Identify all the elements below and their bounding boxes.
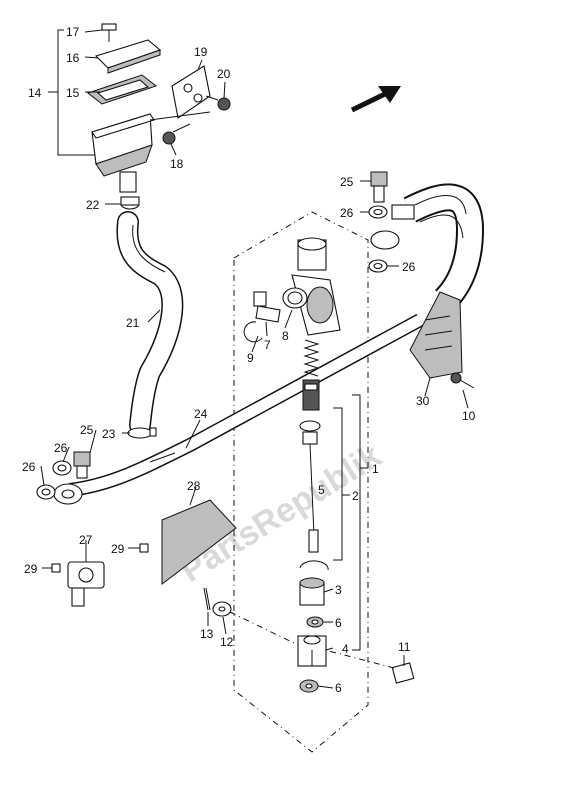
callout-5: 5 (318, 483, 325, 497)
diaphragm-plate-15 (86, 74, 158, 105)
nut-6-lower (299, 679, 319, 693)
callout-16: 16 (66, 51, 80, 65)
screw-29-mid (139, 543, 149, 553)
clevis-4 (297, 635, 327, 667)
front-direction-arrow-icon (350, 86, 401, 113)
callout-8: 8 (282, 329, 289, 343)
callout-7: 7 (264, 338, 271, 352)
callout-18: 18 (170, 157, 184, 171)
callout-15: 15 (66, 86, 80, 100)
boot (299, 577, 325, 606)
cap-screw-17 (101, 23, 117, 42)
callout-1: 1 (372, 462, 379, 476)
union-bolt-25-left (73, 451, 91, 479)
callout-10: 10 (462, 409, 476, 423)
callout-20: 20 (217, 67, 231, 81)
callout-11: 11 (398, 640, 411, 654)
callout-26-right-b: 26 (402, 260, 416, 274)
bolt-18 (162, 123, 191, 145)
callout-25-right: 25 (340, 175, 354, 189)
callout-17: 17 (66, 25, 80, 39)
union-bolt-25-right (370, 171, 388, 203)
callout-29-mid: 29 (111, 542, 125, 556)
callout-21: 21 (126, 316, 140, 330)
callout-4: 4 (342, 642, 349, 656)
callout-12: 12 (220, 635, 234, 649)
callout-26-left-b: 26 (54, 441, 68, 455)
hose-clamp-23 (127, 427, 157, 439)
callout-29-left: 29 (24, 562, 38, 576)
circlip-3 (299, 560, 329, 571)
hose-guard-30 (409, 291, 463, 379)
callout-13: 13 (200, 627, 214, 641)
washer-26-left-b (52, 460, 72, 476)
hose-clamp-22 (120, 196, 140, 210)
cover-28 (161, 499, 237, 586)
callout-9: 9 (247, 351, 254, 365)
callout-14: 14 (28, 86, 42, 100)
callout-25-left: 25 (80, 423, 94, 437)
bracket-1 (352, 394, 361, 651)
bracket-27 (67, 561, 105, 607)
washer-26-left-a (36, 484, 56, 500)
clevis-pin-11 (324, 649, 415, 684)
reservoir-bracket-19 (171, 65, 211, 119)
callout-22: 22 (86, 198, 100, 212)
callout-19: 19 (194, 45, 208, 59)
callout-labels: 17 16 15 14 19 20 18 22 21 23 24 25 26 2… (22, 25, 476, 695)
callout-6-upper: 6 (335, 616, 342, 630)
reservoir-body-14 (91, 113, 155, 193)
washer-26-right-a (368, 205, 388, 219)
washer-26-right-b (368, 259, 388, 273)
circlip-9 (243, 321, 263, 343)
cotter-pin-13 (203, 587, 211, 611)
reservoir-cap-16 (94, 39, 162, 74)
callout-23: 23 (102, 427, 116, 441)
spring (303, 339, 320, 377)
callout-26-right-a: 26 (340, 206, 354, 220)
callout-28: 28 (187, 479, 201, 493)
callout-30: 30 (416, 394, 430, 408)
nut-6-upper (306, 616, 324, 628)
callout-24: 24 (194, 407, 208, 421)
master-cylinder-body-top (291, 237, 341, 336)
callout-27: 27 (79, 533, 93, 547)
master-cylinder-assembly-outline (233, 211, 369, 753)
bolt-10 (450, 372, 475, 389)
callout-6-lower: 6 (335, 681, 342, 695)
banjo-fitting-right (370, 204, 415, 250)
banjo-fitting-left (53, 483, 83, 505)
push-rod-5 (299, 420, 321, 553)
callout-2: 2 (352, 489, 359, 503)
callout-3: 3 (335, 583, 342, 597)
bolt-20 (205, 95, 231, 111)
piston-cup (302, 379, 320, 411)
callout-26-left-a: 26 (22, 460, 36, 474)
washer-12 (212, 601, 299, 646)
screw-29-left (51, 563, 61, 573)
leader-lines (40, 29, 469, 689)
oring-8 (282, 287, 308, 309)
connector-7 (253, 291, 281, 323)
bracket-2 (333, 407, 343, 561)
